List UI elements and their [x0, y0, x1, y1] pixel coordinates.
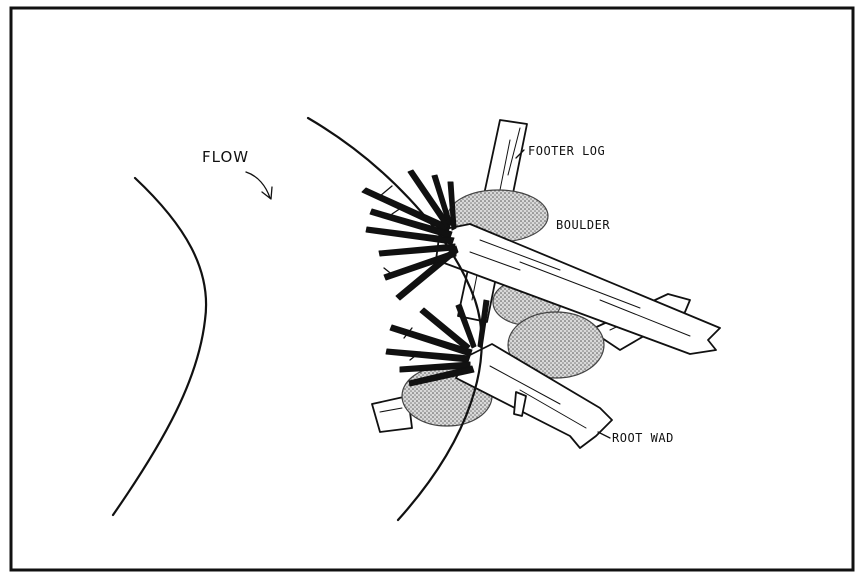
- boulder-label: BOULDER: [556, 218, 610, 232]
- flow-arrow-icon: [246, 172, 272, 199]
- figure-frame: [11, 8, 853, 570]
- right-stream-bank: [308, 118, 482, 520]
- root-wad-leader: [598, 432, 610, 438]
- root-wad-label: ROOT WAD: [612, 431, 674, 445]
- flow-label: FLOW: [202, 148, 249, 166]
- left-stream-bank: [113, 178, 206, 515]
- footer-log-label: FOOTER LOG: [528, 144, 605, 158]
- root-wad-branches-upper: [362, 170, 458, 300]
